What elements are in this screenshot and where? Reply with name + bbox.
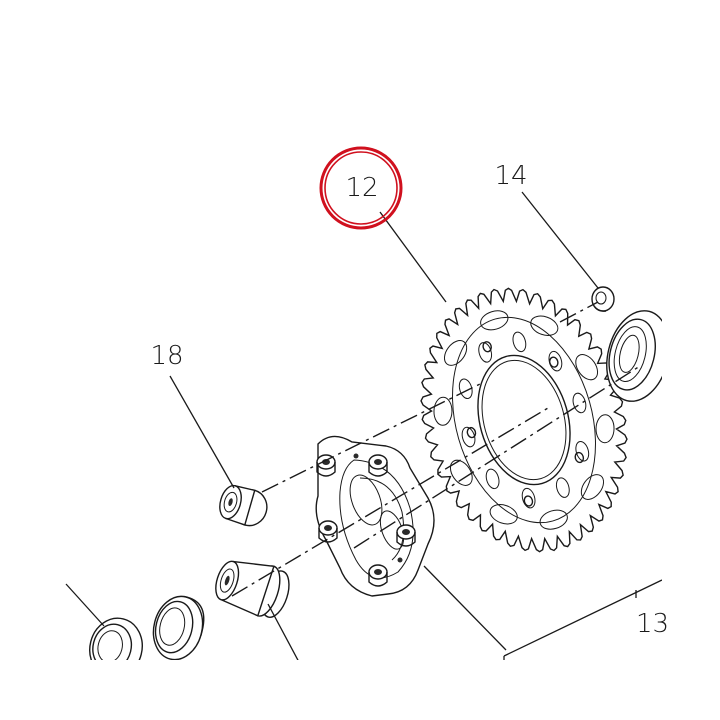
leader-line-outer-ring (65, 583, 105, 627)
rear-sprocket (420, 287, 628, 553)
spacer-washer (591, 286, 615, 312)
sprocket-center-bore (477, 354, 571, 486)
bearing-ring-outer (89, 617, 143, 660)
rubber-bush (219, 484, 268, 527)
highlight-ring (319, 146, 403, 230)
lightening-hole (521, 487, 536, 509)
sprocket-lightening-holes (433, 310, 615, 530)
leader-line-14 (521, 191, 599, 289)
lightening-hole (530, 315, 559, 336)
leader-line-sleeve (267, 603, 299, 660)
hub-stud (318, 520, 338, 543)
lightening-hole (512, 331, 527, 353)
lightening-hole (433, 396, 453, 426)
assembly-axis (261, 381, 485, 493)
callout-18: 18 (150, 341, 183, 371)
lightening-hole (595, 414, 615, 444)
lightening-hole (458, 378, 473, 400)
hub-stud (368, 454, 388, 477)
bolt-hole (549, 356, 559, 368)
lightening-hole (580, 474, 605, 500)
lightening-hole (485, 468, 500, 490)
lightening-hole (539, 509, 568, 530)
spacer-sleeve (215, 560, 290, 618)
sprocket-bolt-holes (466, 341, 585, 507)
bearing-ring-right (606, 310, 662, 402)
assembly-bracket-13 (503, 579, 662, 660)
callout-12: 12 (345, 173, 378, 203)
lightening-hole (449, 459, 473, 486)
lightening-hole (443, 340, 468, 366)
leader-line-hub (423, 565, 507, 651)
hub-stud (368, 564, 388, 587)
lightening-hole (480, 310, 509, 331)
callout-13: 13 (636, 609, 669, 639)
sprocket-carrier-hub (315, 435, 435, 597)
lightening-hole (478, 342, 493, 363)
lightening-hole (575, 354, 599, 381)
bolt-hole (574, 451, 585, 464)
lightening-hole (555, 477, 570, 498)
leader-line-18 (169, 375, 235, 489)
bolt-hole (523, 495, 534, 507)
sprocket-inner-rim (452, 316, 596, 524)
hub-stud (396, 524, 416, 547)
bolt-hole (482, 341, 492, 353)
callout-14: 14 (494, 161, 527, 191)
assembly-axis (353, 365, 641, 549)
bearing-ring-left (152, 595, 205, 660)
assembly-axis (559, 301, 599, 323)
bolt-hole (466, 426, 477, 439)
lightening-hole (489, 504, 518, 525)
leader-line-12 (379, 211, 447, 303)
